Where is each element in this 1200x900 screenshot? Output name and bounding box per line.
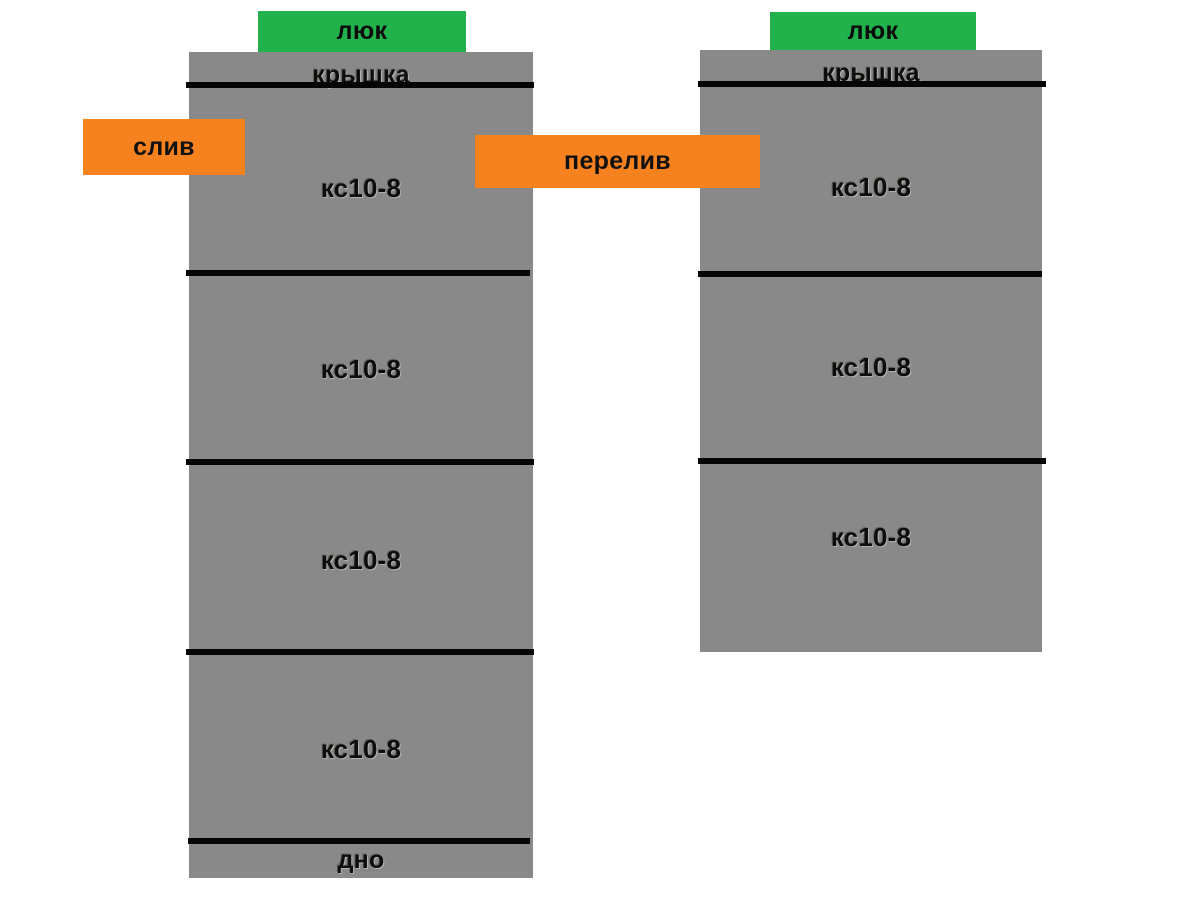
chamber-left-section-bottom: дно	[189, 842, 533, 878]
chamber-left-joint-4	[186, 649, 534, 655]
chamber-left-ring-2-label: кс10-8	[320, 353, 402, 384]
chamber-left-joint-3	[186, 459, 534, 465]
chamber-right-section-ring-3: кс10-8	[700, 462, 1042, 612]
chamber-right-hatch-label: люк	[847, 16, 899, 45]
chamber-left-ring-3-label: кс10-8	[320, 544, 402, 575]
chamber-left-ring-4-label: кс10-8	[320, 733, 402, 764]
chamber-right-hatch[interactable]: люк	[770, 12, 976, 50]
chamber-right-ring-3-label: кс10-8	[830, 521, 912, 552]
chamber-left-section-ring-4: кс10-8	[189, 658, 533, 840]
chamber-left-joint-1	[186, 82, 534, 88]
chamber-right-joint-1	[698, 81, 1046, 87]
chamber-left-section-ring-2: кс10-8	[189, 276, 533, 462]
chamber-left-hatch[interactable]: люк	[258, 11, 466, 52]
chamber-left-joint-bottom	[188, 838, 530, 844]
pipe-overflow-label: перелив	[564, 147, 671, 175]
chamber-left-joint-2	[186, 270, 530, 276]
chamber-left-section-cover: крышка	[189, 52, 533, 98]
chamber-left-shaft: крышка кс10-8 кс10-8 кс10-8 кс10-8 дно	[189, 52, 533, 878]
chamber-right-ring-1-label: кс10-8	[830, 171, 912, 202]
chamber-left-ring-1-label: кс10-8	[320, 173, 402, 203]
pipe-inlet-label: слив	[133, 132, 195, 161]
chamber-right-section-cover: крышка	[700, 50, 1042, 96]
chamber-right-section-ring-2: кс10-8	[700, 276, 1042, 458]
chamber-left-section-ring-1: кс10-8	[189, 104, 533, 273]
chamber-right-section-ring-1: кс10-8	[700, 102, 1042, 272]
chamber-left-hatch-label: люк	[336, 17, 388, 45]
chamber-left-bottom-label: дно	[337, 845, 385, 874]
pipe-overflow[interactable]: перелив	[475, 135, 760, 188]
chamber-left-section-ring-3: кс10-8	[189, 465, 533, 655]
chamber-right-joint-2	[698, 271, 1042, 277]
pipe-inlet[interactable]: слив	[83, 119, 245, 175]
chamber-right-ring-2-label: кс10-8	[830, 351, 912, 382]
chamber-right-joint-3	[698, 458, 1046, 464]
